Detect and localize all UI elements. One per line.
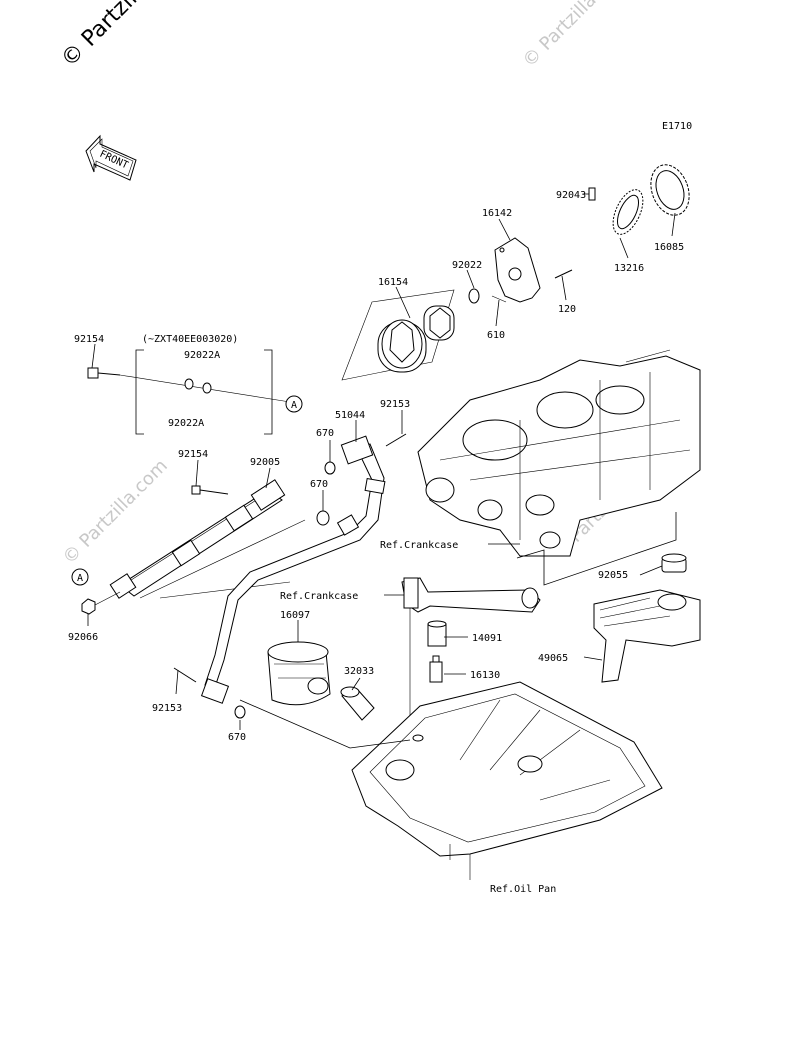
crankcase-ref-lines: [516, 512, 677, 586]
label-92005: 92005: [250, 457, 280, 468]
plug-92055: [661, 553, 687, 573]
label-92153-bottom: 92153: [152, 703, 182, 714]
crankcase: [417, 349, 701, 557]
front-arrow-icon: FRONT: [85, 134, 137, 181]
watermark-mid-left: © Partzilla.com: [59, 455, 172, 568]
circle-a-right: [285, 395, 303, 413]
oil-filter: [267, 641, 375, 721]
oil-pipe-assembly: [81, 479, 306, 615]
label-120: 120: [558, 304, 576, 315]
label-32033: 32033: [344, 666, 374, 677]
label-14091: 14091: [472, 633, 502, 644]
label-16154: 16154: [378, 277, 408, 288]
label-92154-lower: 92154: [178, 449, 208, 460]
circle-a-left: [71, 568, 89, 586]
figure-code: E1710: [662, 121, 692, 132]
oil-pan: [351, 681, 663, 880]
label-92043: 92043: [556, 190, 586, 201]
label-51044: 51044: [335, 410, 365, 421]
label-ref-crankcase-1: Ref.Crankcase: [380, 540, 458, 551]
oil-filter-ref-lines: [239, 699, 411, 749]
label-610: 610: [487, 330, 505, 341]
oil-pipe-relief: [401, 577, 541, 740]
circle-a-left-label: A: [77, 573, 83, 584]
circle-a-right-label: A: [291, 400, 297, 411]
label-92055: 92055: [598, 570, 628, 581]
bracket-note-group: [87, 349, 291, 435]
o-ring-670-c: [234, 705, 246, 719]
label-16142: 16142: [482, 208, 512, 219]
label-670-a: 670: [316, 428, 334, 439]
label-ref-crankcase-2: Ref.Crankcase: [280, 591, 358, 602]
label-49065: 49065: [538, 653, 568, 664]
label-92154-top: 92154: [74, 334, 104, 345]
watermark-top-right: © Partzilla.com: [519, 0, 632, 72]
label-670-b: 670: [310, 479, 328, 490]
o-ring-670-b: [316, 510, 330, 526]
pump-shaft-assembly: [468, 164, 690, 304]
watermark-top-left: © Partzilla: [57, 0, 157, 72]
leader-lines: [87, 193, 676, 730]
pump-rotor-assembly: [341, 289, 455, 381]
label-92153-top: 92153: [380, 399, 410, 410]
label-670-c: 670: [228, 732, 246, 743]
label-92022A-top: 92022A: [184, 350, 220, 361]
oil-hose: [173, 433, 407, 704]
label-92066: 92066: [68, 632, 98, 643]
label-16130: 16130: [470, 670, 500, 681]
o-ring-670-a: [324, 461, 336, 475]
label-92022: 92022: [452, 260, 482, 271]
label-ref-oil-pan: Ref.Oil Pan: [490, 884, 556, 895]
label-16097: 16097: [280, 610, 310, 621]
label-16085: 16085: [654, 242, 684, 253]
label-92022A-bottom: 92022A: [168, 418, 204, 429]
label-bracket-note: (~ZXT40EE003020): [142, 334, 238, 345]
oil-strainer: [593, 589, 701, 683]
label-13216: 13216: [614, 263, 644, 274]
